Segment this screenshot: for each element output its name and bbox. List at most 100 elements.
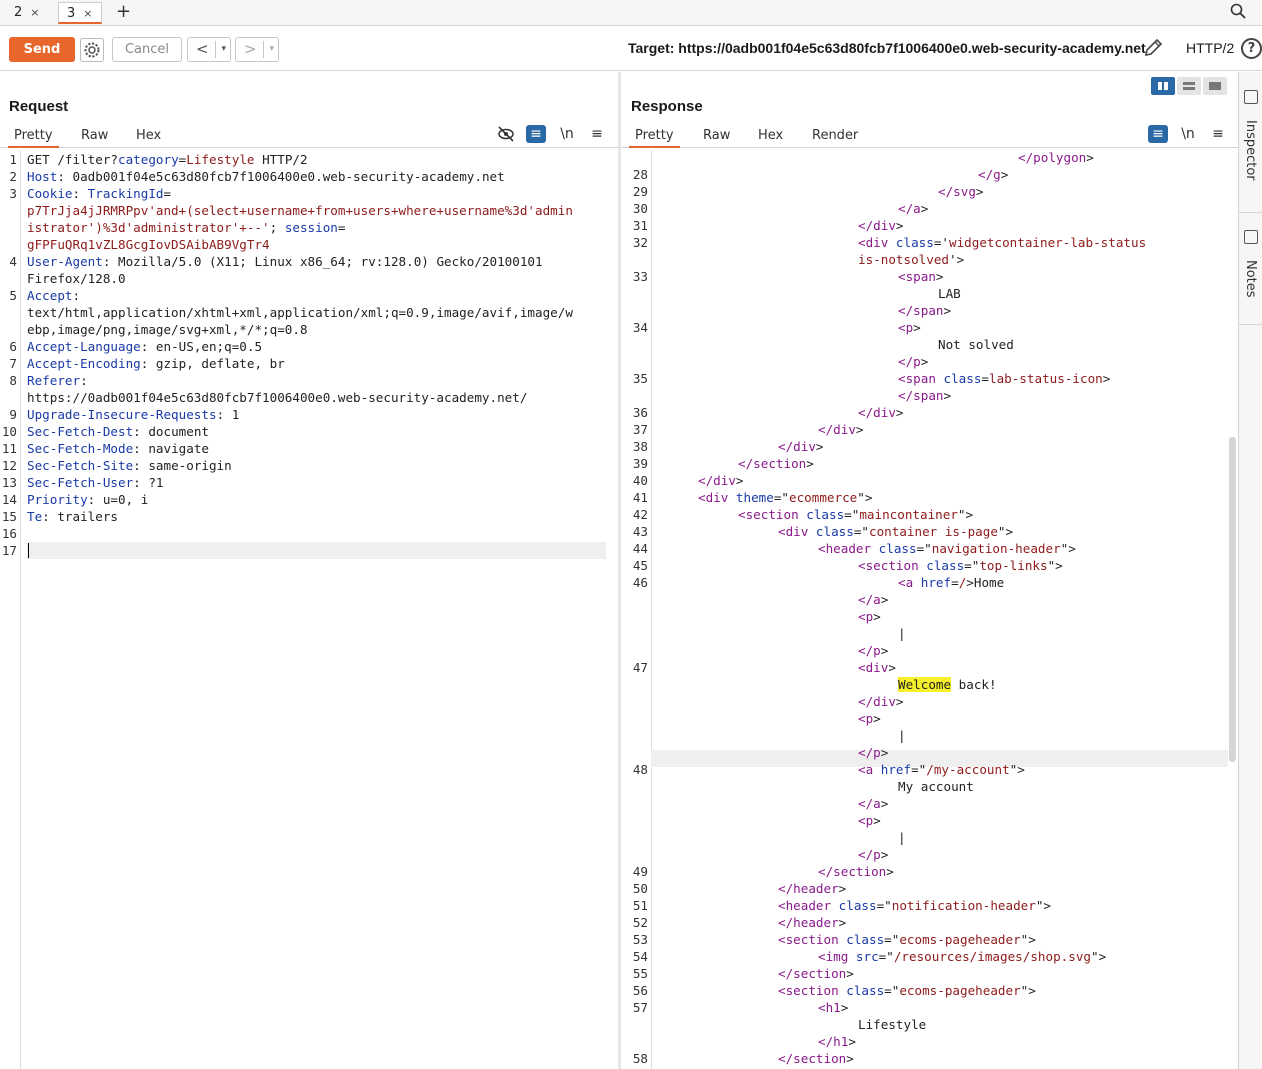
tab-bar: 2× 3× + xyxy=(0,0,1262,26)
pane-divider[interactable] xyxy=(618,72,621,1069)
code-line: | xyxy=(898,829,906,846)
notes-tab[interactable]: Notes xyxy=(1243,260,1258,298)
word-wrap-icon[interactable]: ≡ xyxy=(526,125,546,143)
search-icon[interactable] xyxy=(1230,3,1246,19)
code-token: <p xyxy=(858,813,874,828)
code-token: > xyxy=(920,354,929,369)
code-line: </polygon> xyxy=(1018,149,1094,166)
code-token: Sec-Fetch-User xyxy=(27,475,134,490)
code-token: Lifestyle xyxy=(858,1017,927,1032)
line-number: 48 xyxy=(632,762,648,777)
tab-hex[interactable]: Hex xyxy=(758,128,784,143)
settings-button[interactable] xyxy=(80,38,104,62)
code-token: : trailers xyxy=(42,509,118,524)
code-token: session xyxy=(284,220,338,235)
line-number: 40 xyxy=(632,473,648,488)
code-line: <section class="ecoms-pageheader"> xyxy=(778,931,1036,948)
edit-target-icon[interactable] xyxy=(1142,37,1164,59)
layout-single-button[interactable] xyxy=(1203,77,1227,95)
code-token: <a xyxy=(858,762,881,777)
code-token: </div xyxy=(858,405,896,420)
code-line: </a> xyxy=(898,200,928,217)
code-token: </p xyxy=(858,847,881,862)
close-icon[interactable]: × xyxy=(83,7,93,20)
code-token: <span xyxy=(898,269,936,284)
code-line: <section class="top-links"> xyxy=(858,557,1063,574)
code-token: > xyxy=(855,422,864,437)
code-token: back! xyxy=(951,677,997,692)
layout-side-by-side-button[interactable] xyxy=(1151,77,1175,95)
code-line: Priority: u=0, i xyxy=(27,491,148,508)
inspector-icon[interactable] xyxy=(1244,90,1258,104)
tab-hex[interactable]: Hex xyxy=(136,128,162,143)
code-token: <span xyxy=(898,371,944,386)
word-wrap-icon[interactable]: ≡ xyxy=(1148,125,1168,143)
inspector-tab[interactable]: Inspector xyxy=(1243,120,1258,181)
code-token: > xyxy=(873,711,881,726)
line-number: 11 xyxy=(1,441,17,456)
notes-icon[interactable] xyxy=(1244,230,1258,244)
newline-icon[interactable]: \n xyxy=(560,126,574,142)
hide-eye-icon[interactable] xyxy=(495,124,517,144)
code-token: <div xyxy=(778,524,816,539)
tab-3[interactable]: 3× xyxy=(58,2,102,24)
code-token: top-links xyxy=(979,558,1048,573)
help-icon[interactable]: ? xyxy=(1241,38,1262,59)
tab-raw[interactable]: Raw xyxy=(703,128,731,143)
code-token: > xyxy=(846,966,854,981)
code-token: href xyxy=(880,762,912,777)
code-line: <section class="maincontainer"> xyxy=(738,506,973,523)
add-tab-button[interactable]: + xyxy=(116,1,132,22)
code-token: </div xyxy=(858,694,896,709)
code-token: = xyxy=(178,152,187,167)
back-button[interactable]: <▾ xyxy=(187,37,231,62)
code-token: =" xyxy=(884,932,900,947)
code-line: Sec-Fetch-Site: same-origin xyxy=(27,457,232,474)
code-token: "> xyxy=(957,507,974,522)
code-token: '> xyxy=(949,252,965,267)
code-token: =" xyxy=(844,507,860,522)
forward-button[interactable]: >▾ xyxy=(235,37,279,62)
code-token: > xyxy=(888,660,896,675)
layout-stacked-button[interactable] xyxy=(1177,77,1201,95)
line-number: 49 xyxy=(632,864,648,879)
tab-pretty[interactable]: Pretty xyxy=(629,127,680,148)
line-number: 42 xyxy=(632,507,648,522)
code-line: <img src="/resources/images/shop.svg"> xyxy=(818,948,1106,965)
line-number: 5 xyxy=(9,288,17,303)
code-token: "> xyxy=(1020,983,1036,998)
code-token: <section xyxy=(858,558,927,573)
chevron-down-icon[interactable]: ▾ xyxy=(269,44,274,54)
code-line: <span> xyxy=(898,268,944,285)
cancel-button[interactable]: Cancel xyxy=(112,37,182,62)
tab-pretty[interactable]: Pretty xyxy=(8,127,59,148)
menu-icon[interactable]: ≡ xyxy=(1212,126,1224,142)
code-token: =' xyxy=(933,235,950,250)
code-token: TrackingId xyxy=(87,186,164,201)
response-scrollbar[interactable] xyxy=(1229,437,1236,762)
code-token: | xyxy=(898,728,906,743)
menu-icon[interactable]: ≡ xyxy=(591,126,603,142)
line-number: 35 xyxy=(632,371,648,386)
close-icon[interactable]: × xyxy=(30,6,40,19)
tab-render[interactable]: Render xyxy=(812,128,859,143)
code-token: p7TrJja4jJRMRPpv'and+(select+username+fr… xyxy=(27,203,573,218)
code-token: <p xyxy=(858,711,874,726)
line-number: 50 xyxy=(632,881,648,896)
code-token: | xyxy=(898,626,906,641)
send-button[interactable]: Send xyxy=(9,37,75,62)
line-number: 46 xyxy=(632,575,648,590)
chevron-down-icon[interactable]: ▾ xyxy=(221,44,226,54)
code-token: src xyxy=(855,949,879,964)
code-token: =" xyxy=(884,983,900,998)
newline-icon[interactable]: \n xyxy=(1181,126,1195,142)
code-token: </p xyxy=(858,745,881,760)
tab-raw[interactable]: Raw xyxy=(81,128,109,143)
code-line: </p> xyxy=(898,353,928,370)
tab-2[interactable]: 2× xyxy=(6,2,48,24)
protocol-label[interactable]: HTTP/2 xyxy=(1186,40,1235,56)
code-line: Host: 0adb001f04e5c63d80fcb7f1006400e0.w… xyxy=(27,168,505,185)
code-token: /my-account xyxy=(926,762,1010,777)
